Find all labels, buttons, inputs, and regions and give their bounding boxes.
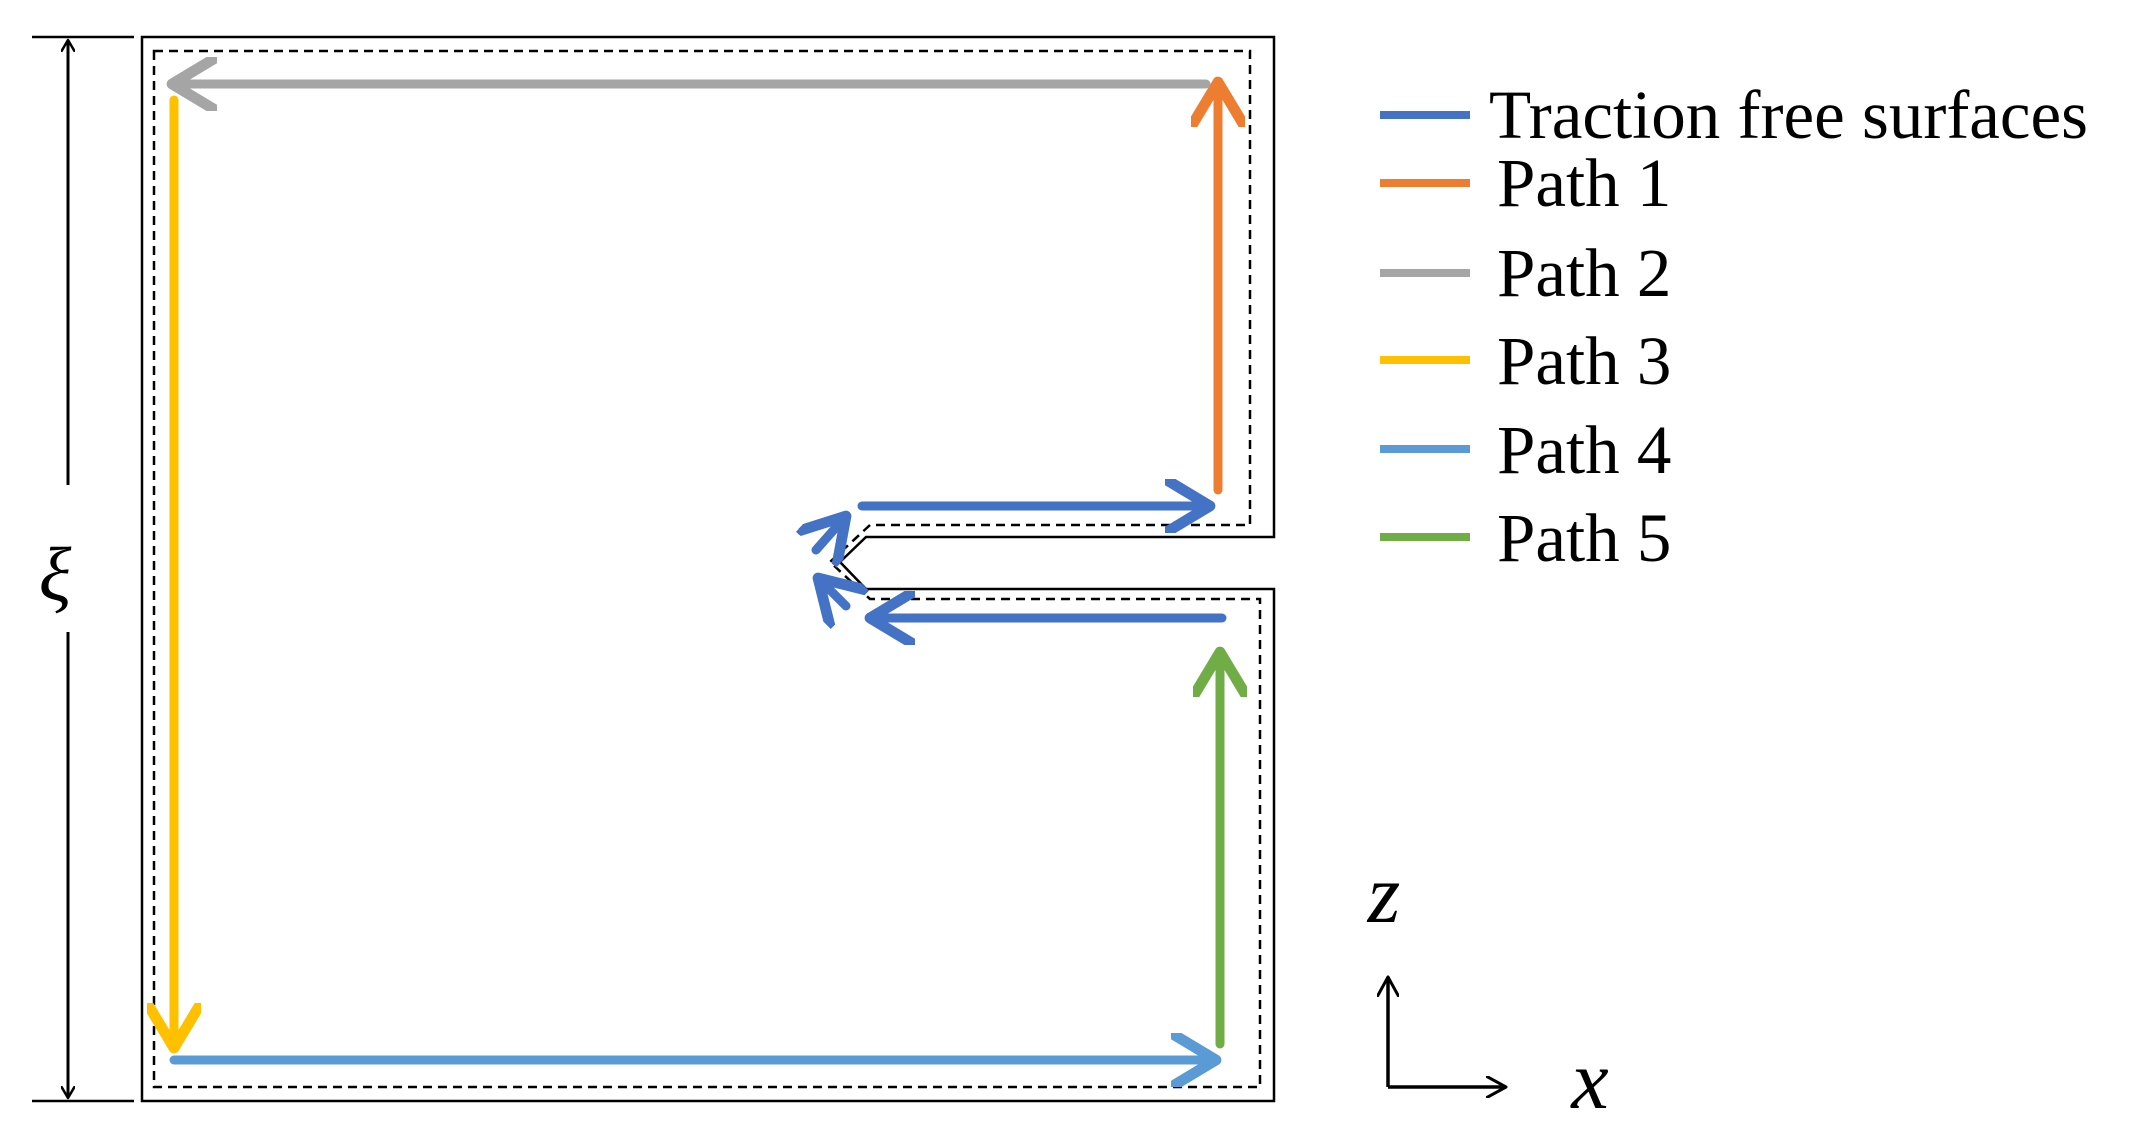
legend-label-path-3: Path 3: [1497, 323, 1671, 399]
legend-label-path-2: Path 2: [1497, 235, 1671, 311]
legend-label-path-1: Path 1: [1497, 145, 1671, 221]
coordinate-axes: z x: [1367, 848, 1609, 1127]
traction-free-upper-tip-arrow: [816, 516, 846, 550]
x-axis-label: x: [1569, 1034, 1608, 1127]
legend-label-path-4: Path 4: [1497, 412, 1671, 488]
height-label: ξ: [39, 533, 72, 617]
legend-label-traction-free: Traction free surfaces: [1489, 77, 2088, 153]
legend: Traction free surfaces Path 1 Path 2 Pat…: [1380, 77, 2088, 576]
z-axis-label: z: [1367, 848, 1401, 941]
legend-label-path-5: Path 5: [1497, 500, 1671, 576]
traction-free-lower-tip-arrow: [818, 578, 846, 606]
integration-contour: [152, 49, 1262, 1089]
specimen-outline: [140, 35, 1276, 1103]
